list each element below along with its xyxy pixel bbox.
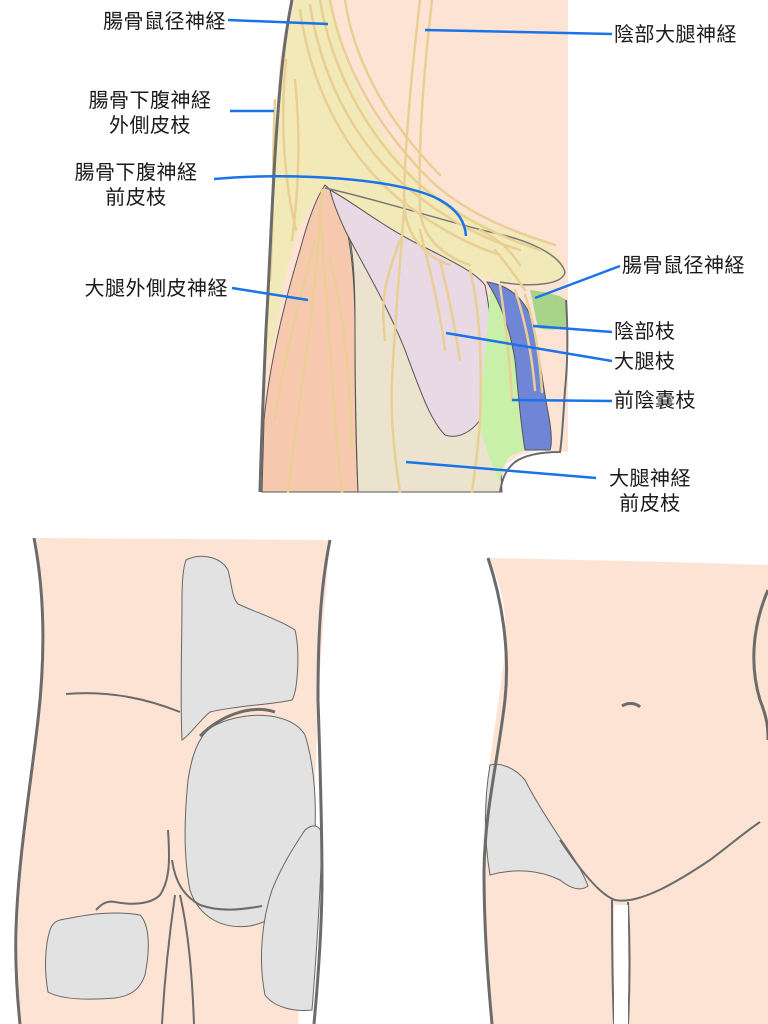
label-iliohypogastric-anterior: 腸骨下腹神経 前皮枝: [74, 160, 198, 209]
label-iliohypogastric-lateral: 腸骨下腹神経 外側皮枝: [88, 88, 212, 137]
label-genitofemoral-nerve: 陰部大腿神経: [614, 22, 737, 46]
gluteal-cleft-right: [171, 859, 263, 911]
leader-lateral-femoral: [231, 286, 309, 302]
front-skin: [483, 558, 768, 1024]
front-highlight: [485, 763, 589, 890]
leader-femoral-branch: [445, 331, 613, 363]
leader-iliofemoral-right: [534, 264, 621, 300]
label-femoral-branch: 大腿枝: [614, 349, 676, 373]
label-iliofemoral-nerve-right: 腸骨鼠径神経: [622, 253, 745, 277]
label-femoral-nerve-anterior: 大腿神経 前皮枝: [609, 466, 691, 515]
front-left-contour: [482, 557, 508, 1024]
back-highlight-upper: [180, 555, 299, 741]
leader-anterior-scrotal: [511, 398, 613, 403]
inguinal-crease-front: [559, 821, 761, 902]
front-thigh-gap-left: [611, 899, 615, 1024]
label-lateral-femoral-cutaneous: 大腿外側皮神経: [84, 276, 228, 300]
leg-gap-right: [179, 894, 195, 1024]
leader-genital-branch: [532, 324, 613, 334]
leg-gap-left: [161, 894, 176, 1024]
front-view-illustration: [482, 557, 768, 1024]
back-right-contour: [312, 539, 332, 1024]
ilioinguinal-zone: [530, 290, 566, 330]
leader-femoral-anterior: [405, 460, 597, 480]
anterior-scrotal-zone: [480, 290, 525, 482]
gluteal-cleft: [95, 829, 171, 911]
inguinal-region-illustration: [258, 0, 569, 494]
leader-iliofemoral-left: [227, 18, 329, 26]
nerve-branches: [268, 0, 557, 494]
back-waist-crease: [65, 692, 181, 713]
leader-genitofemoral: [424, 28, 613, 36]
back-view-illustration: [14, 537, 332, 1024]
back-highlight-lower-left: [45, 912, 149, 1000]
navel: [621, 702, 642, 709]
leader-iliohypogastric-anterior: [213, 174, 468, 237]
back-left-contour: [14, 537, 45, 1024]
front-thigh-gap-fill: [614, 905, 628, 1024]
label-anterior-scrotal-branch: 前陰嚢枝: [614, 388, 696, 412]
inguinal-outline: [324, 187, 566, 286]
front-thigh-gap-right: [627, 901, 631, 1024]
back-crease-right: [198, 708, 276, 738]
leader-lines: [213, 18, 621, 480]
label-genital-branch: 陰部枝: [614, 319, 676, 343]
label-iliofemoral-nerve-left: 腸骨鼠径神経: [103, 9, 226, 33]
left-contour: [258, 0, 294, 493]
